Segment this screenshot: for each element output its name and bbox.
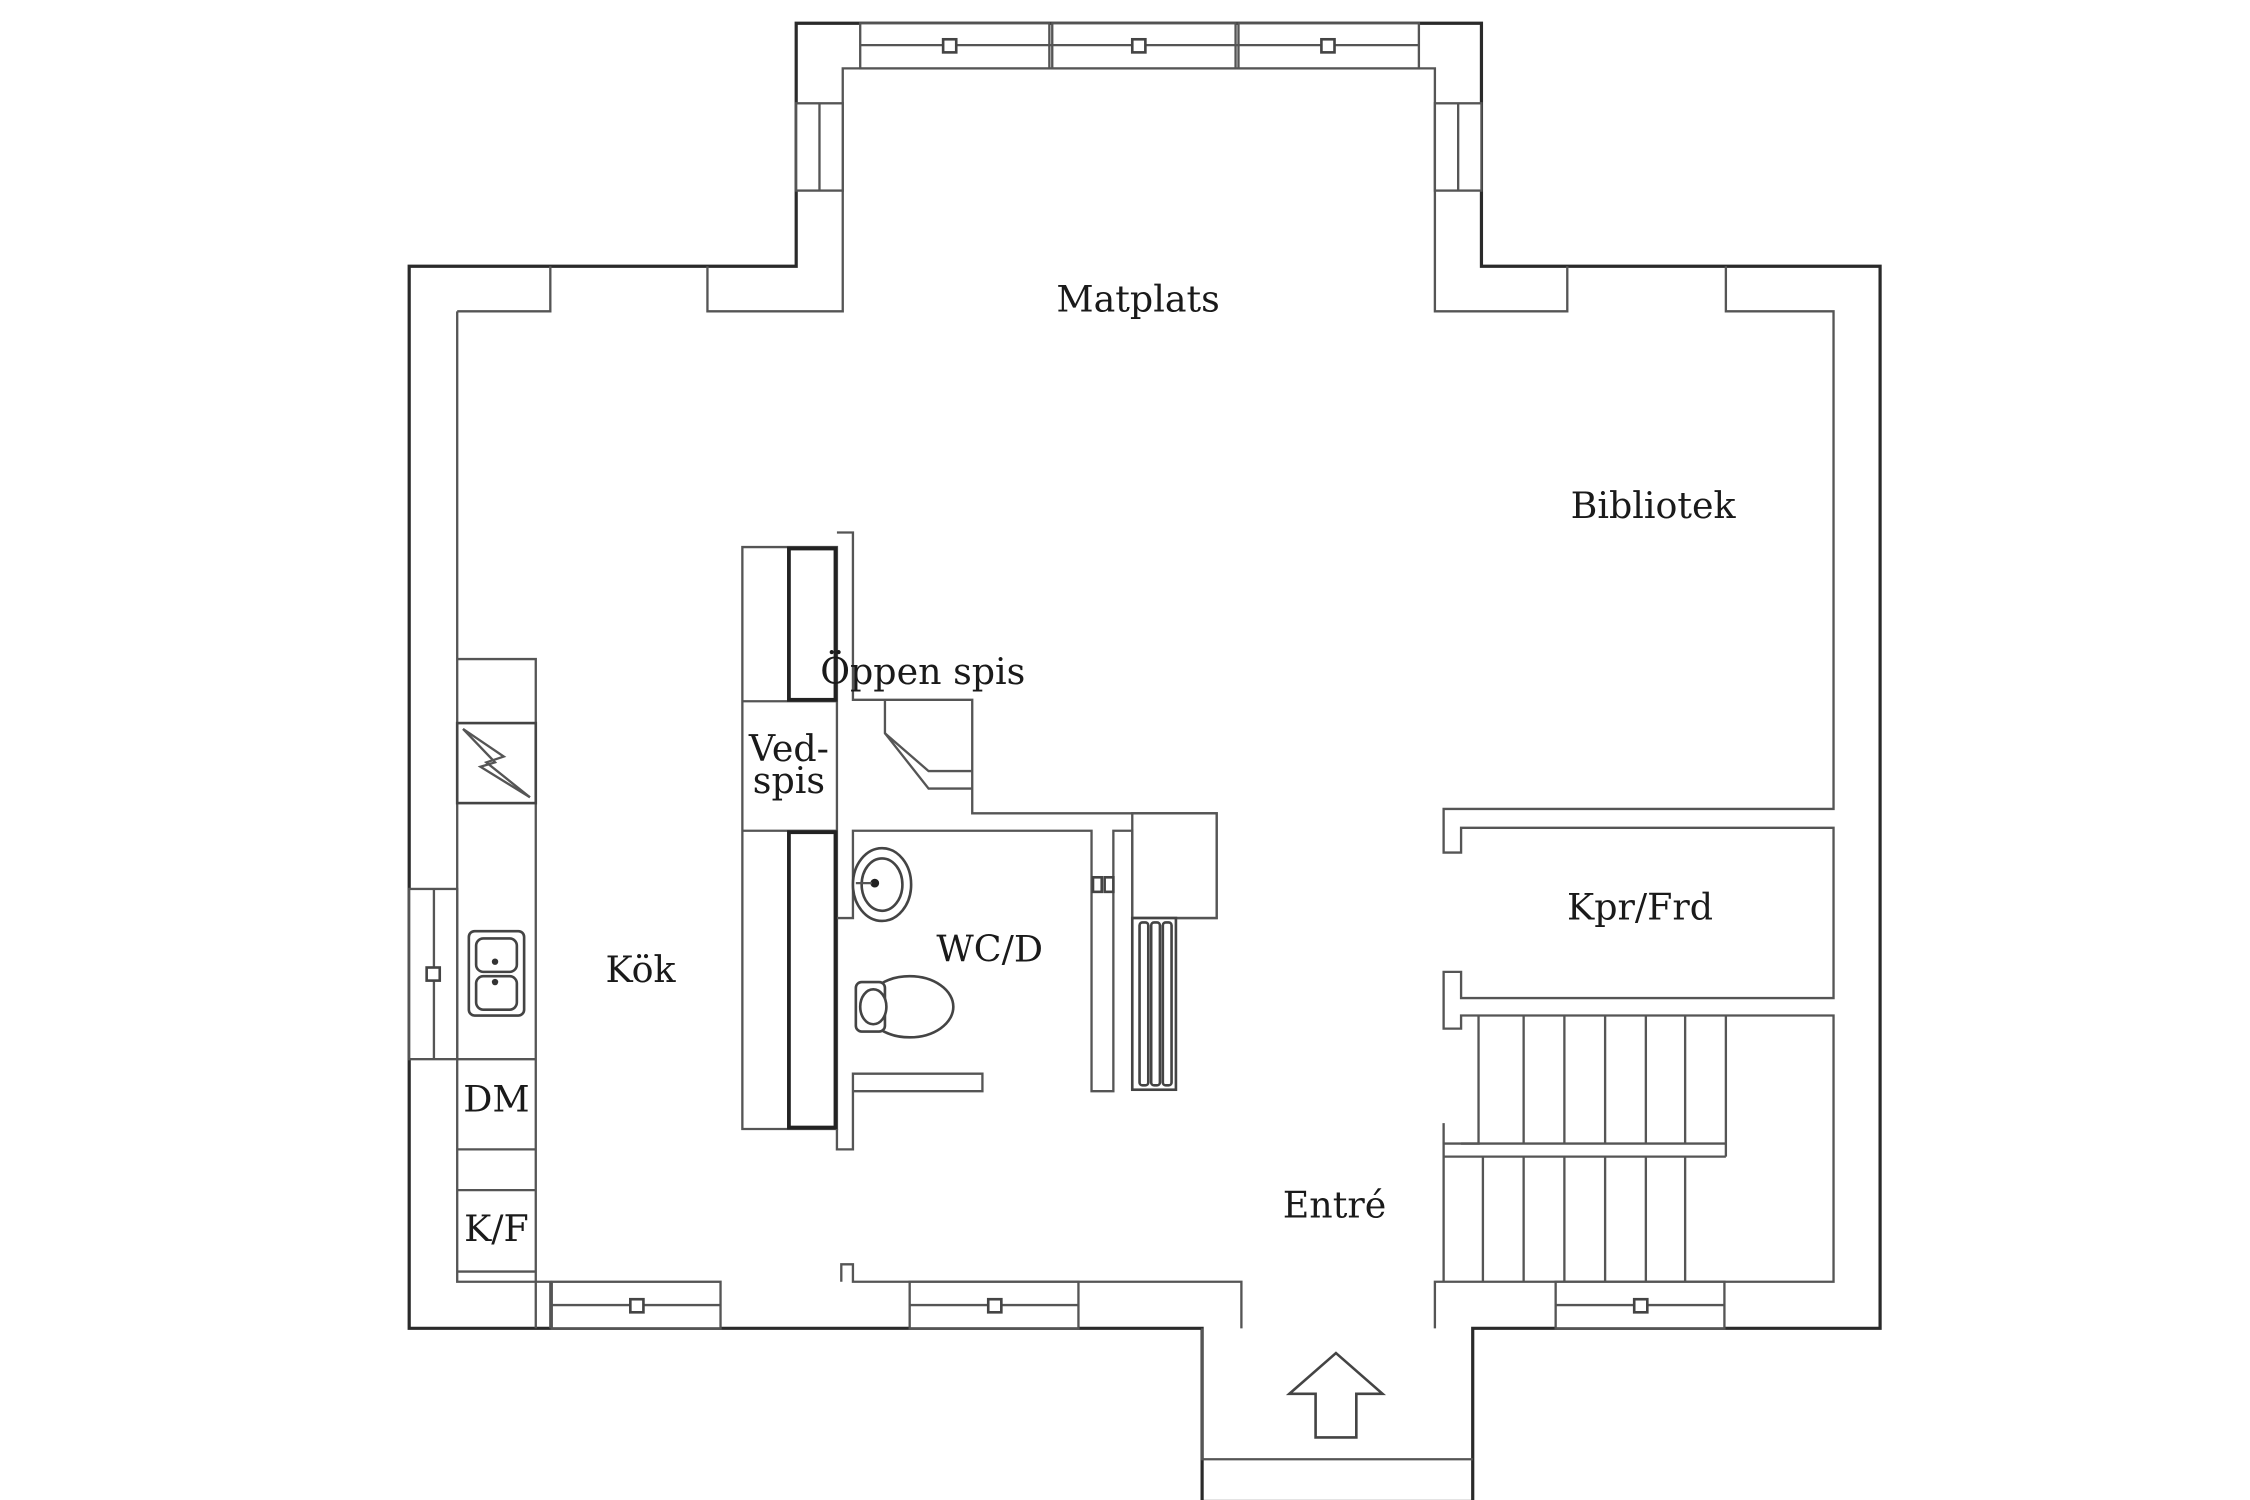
tap-icon bbox=[1091, 875, 1115, 894]
room-label-kpr-frd: Kpr/Frd bbox=[1567, 885, 1713, 928]
kitchen-sink-icon bbox=[467, 929, 526, 1017]
stove-icon bbox=[455, 721, 538, 805]
room-label-oppen-spis: Öppen spis bbox=[820, 649, 1025, 693]
kitchen-counter bbox=[457, 657, 537, 1282]
central-block bbox=[741, 531, 1218, 1151]
room-label-k-f: K/F bbox=[464, 1207, 529, 1250]
entrance-arrow-icon bbox=[1285, 1351, 1387, 1439]
room-label-matplats: Matplats bbox=[1056, 277, 1219, 320]
room-label-ved-spis-2: spis bbox=[753, 759, 825, 802]
radiator-icon bbox=[1130, 916, 1178, 1092]
wash-basin-icon bbox=[851, 846, 913, 923]
staircase bbox=[1442, 1015, 1728, 1282]
room-label-dm: DM bbox=[463, 1078, 529, 1121]
room-label-wc-d: WC/D bbox=[936, 928, 1043, 971]
room-label-bibliotek: Bibliotek bbox=[1571, 484, 1737, 527]
windows bbox=[408, 22, 1726, 1330]
outer-walls bbox=[407, 21, 1882, 1500]
room-label-entre: Entré bbox=[1283, 1184, 1386, 1227]
room-label-kok: Kök bbox=[605, 948, 676, 991]
toilet-icon bbox=[854, 974, 955, 1039]
room-label-ved-spis-1: Ved- bbox=[748, 727, 829, 770]
